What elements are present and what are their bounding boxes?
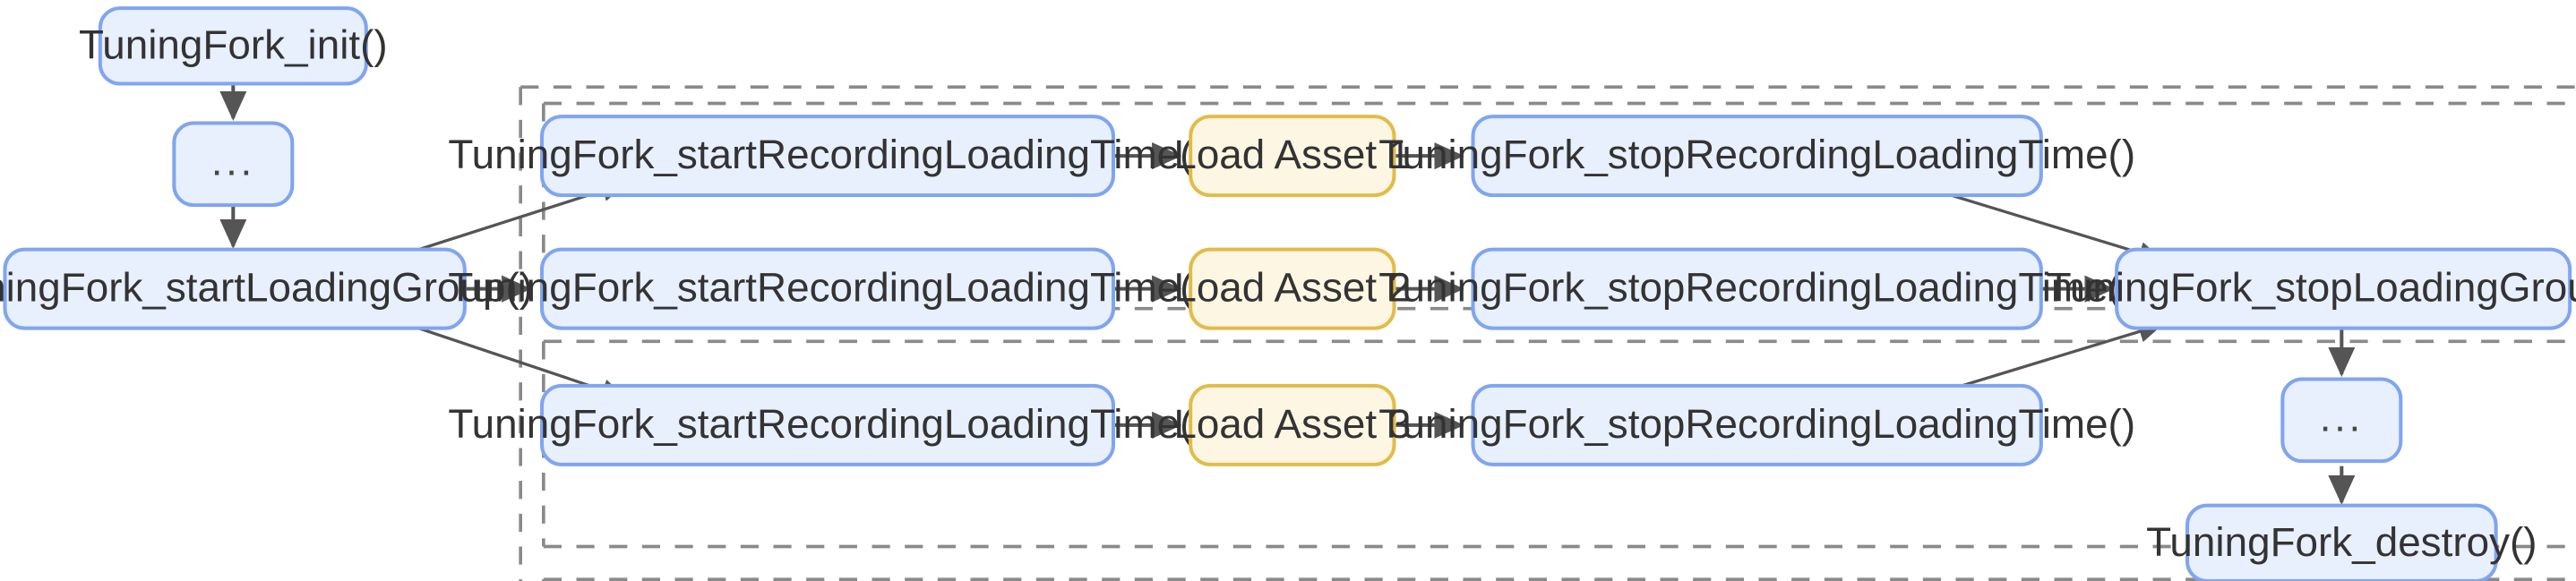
node-row3-load-asset[interactable]: Load Asset 3 <box>1173 383 1411 466</box>
node-row3-stop-recording-shape[interactable] <box>1471 383 2043 466</box>
edge-row1-to-stopgroup <box>1945 192 2164 264</box>
node-stop-loading-group-shape[interactable] <box>2115 247 2572 330</box>
cluster-outer-border <box>519 85 2576 581</box>
node-row1-start-recording[interactable]: TuningFork_startRecordingLoadingTime() <box>448 115 1207 198</box>
node-ellipsis-top-shape[interactable] <box>172 121 295 208</box>
node-row2-start-recording[interactable]: TuningFork_startRecordingLoadingTime() <box>448 247 1207 330</box>
node-row2-load-asset-shape[interactable] <box>1189 247 1396 330</box>
node-row2-start-recording-shape[interactable] <box>539 247 1116 330</box>
node-tuningfork-destroy[interactable]: TuningFork_destroy() <box>2146 503 2537 581</box>
node-ellipsis-bottom-label: ... <box>2320 394 2364 440</box>
node-stop-loading-group[interactable]: TuningFork_stopLoadingGroup() <box>2047 247 2576 330</box>
node-ellipsis-top-label: ... <box>211 138 255 184</box>
node-row1-load-asset[interactable]: Load Asset 1 <box>1173 115 1411 198</box>
node-row3-start-recording-shape[interactable] <box>539 383 1116 466</box>
node-tuningfork-init-shape[interactable] <box>98 6 368 86</box>
node-row2-stop-recording-shape[interactable] <box>1471 247 2043 330</box>
node-start-loading-group[interactable]: TuningFork_startLoadingGroup() <box>0 247 533 330</box>
node-row2-load-asset[interactable]: Load Asset 2 <box>1173 247 1411 330</box>
node-ellipsis-top[interactable]: ... <box>172 121 295 208</box>
node-tuningfork-init[interactable]: TuningFork_init() <box>79 6 388 86</box>
node-row1-stop-recording-shape[interactable] <box>1471 115 2043 198</box>
node-tuningfork-destroy-shape[interactable] <box>2185 503 2498 581</box>
node-ellipsis-bottom[interactable]: ... <box>2280 377 2403 464</box>
node-row2-stop-recording[interactable]: TuningFork_stopRecordingLoadingTime() <box>1378 247 2135 330</box>
node-start-loading-group-shape[interactable] <box>3 247 467 330</box>
node-row1-stop-recording[interactable]: TuningFork_stopRecordingLoadingTime() <box>1378 115 2135 198</box>
cluster-row1-border <box>542 101 2576 311</box>
node-row3-load-asset-shape[interactable] <box>1189 383 1396 466</box>
node-row3-stop-recording[interactable]: TuningFork_stopRecordingLoadingTime() <box>1378 383 2135 466</box>
node-row3-start-recording[interactable]: TuningFork_startRecordingLoadingTime() <box>448 383 1207 466</box>
node-row1-load-asset-shape[interactable] <box>1189 115 1396 198</box>
node-row1-start-recording-shape[interactable] <box>539 115 1116 198</box>
edge-row3-to-stopgroup <box>1945 320 2164 392</box>
node-ellipsis-bottom-shape[interactable] <box>2280 377 2403 464</box>
